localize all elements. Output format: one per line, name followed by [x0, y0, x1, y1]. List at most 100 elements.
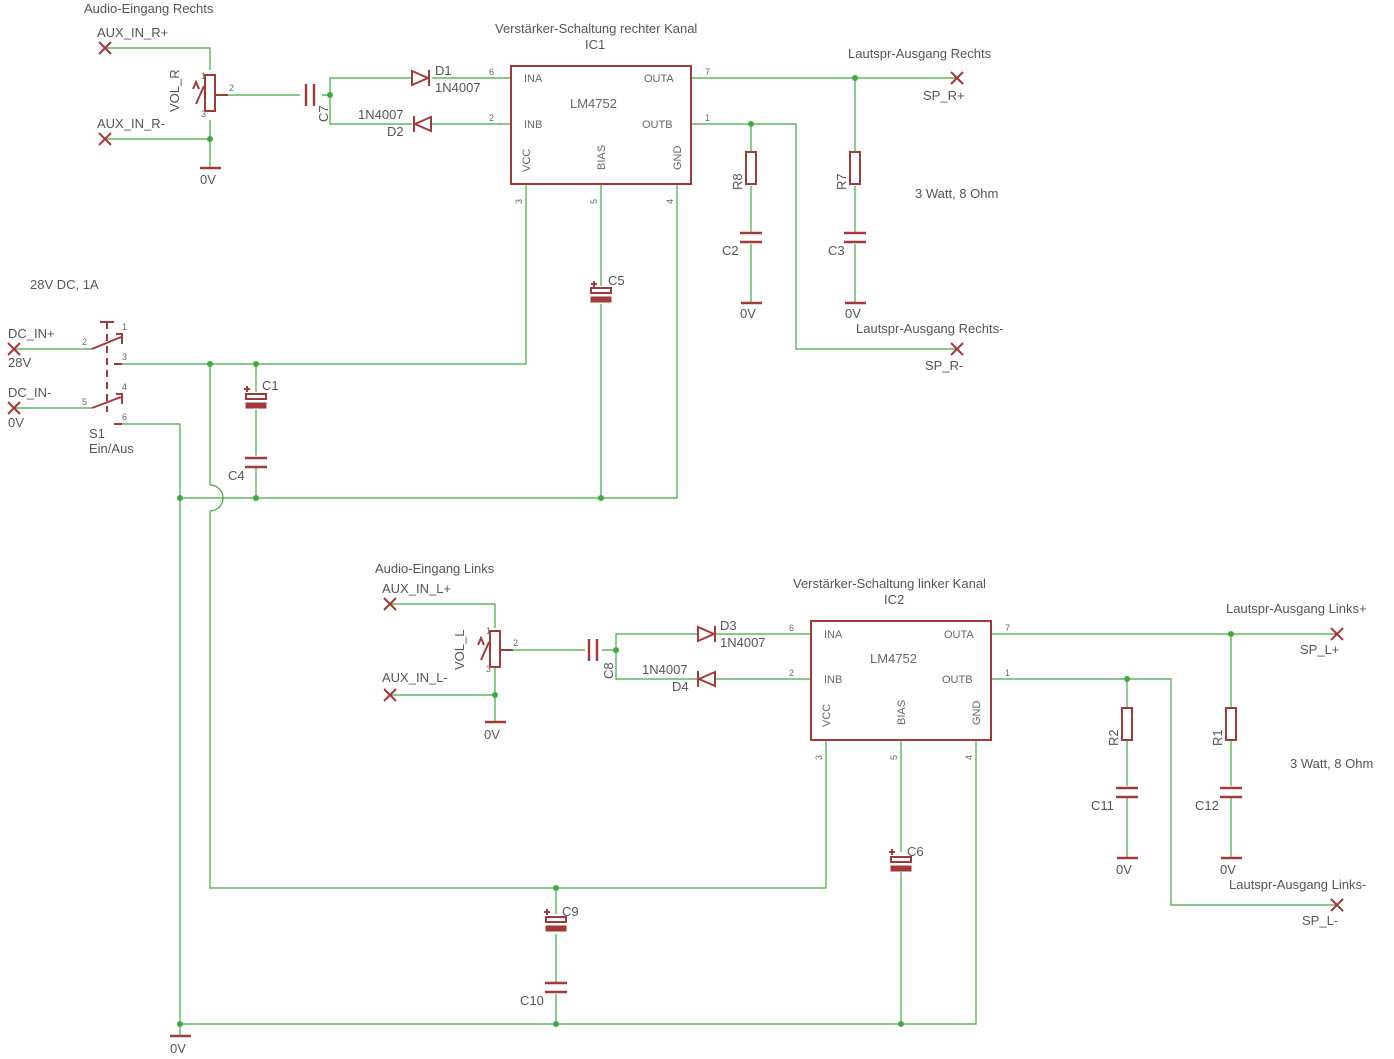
main-ground-label: 0V: [170, 1041, 186, 1056]
r2-ground-label: 0V: [1116, 862, 1132, 877]
diode-d1-symbol: [411, 69, 431, 87]
speaker-l-minus-label: SP_L-: [1302, 913, 1338, 928]
ic1-pin-outa: OUTA: [644, 73, 674, 85]
speaker-l-minus-title: Lautspr-Ausgang Links-: [1229, 877, 1366, 892]
left-input-title: Audio-Eingang Links: [375, 561, 495, 576]
switch-s1-label: Ein/Aus: [89, 441, 134, 456]
ic1-pinnum-bias: 5: [589, 199, 599, 204]
r8-ground-label: 0V: [740, 306, 756, 321]
sp-l-minus-connector: [1330, 898, 1344, 912]
ic2-pinnum-outa: 7: [1005, 623, 1010, 633]
pot-l-pin2: 2: [513, 638, 518, 648]
ic1-symbol: [510, 65, 692, 185]
cap-c2-label: C2: [722, 243, 739, 258]
left-power-note: 3 Watt, 8 Ohm: [1290, 756, 1373, 771]
ground-symbols: [170, 166, 1242, 1038]
dc-in-minus-value: 0V: [8, 415, 24, 430]
ic1-pinnum-vcc: 3: [514, 199, 524, 204]
switch-pin1: 1: [122, 322, 127, 332]
supply-title: 28V DC, 1A: [30, 277, 99, 292]
aux-in-l-minus-label: AUX_IN_L-: [382, 670, 448, 685]
ic2-title: Verstärker-Schaltung linker Kanal: [793, 576, 986, 591]
diode-d2-type: 1N4007: [358, 107, 404, 122]
dc-in-minus-connector: [7, 401, 21, 415]
cap-c5-label: C5: [608, 273, 625, 288]
ic2-pinnum-gnd: 4: [964, 755, 974, 760]
pot-r-pin1: 1: [201, 71, 206, 81]
pot-l-pin1: 1: [486, 626, 491, 636]
switch-pin3: 3: [122, 352, 127, 362]
diode-d4-label: D4: [672, 679, 689, 694]
diode-d4-symbol: [696, 670, 716, 688]
pot-vol-l: [477, 630, 513, 668]
right-power-note: 3 Watt, 8 Ohm: [915, 186, 998, 201]
ic1-ref: IC1: [585, 37, 605, 52]
ic1-pin-outb: OUTB: [642, 119, 673, 131]
ic1-pin-gnd: GND: [672, 146, 684, 171]
cap-c7-symbol: [304, 84, 316, 106]
diode-d4-type: 1N4007: [642, 662, 688, 677]
speaker-l-plus-label: SP_L+: [1300, 642, 1339, 657]
switch-s1-symbol: [91, 321, 123, 425]
ic1-pin-bias: BIAS: [596, 145, 608, 170]
ic1-pinnum-inb: 2: [489, 113, 494, 123]
aux-in-r-minus-label: AUX_IN_R-: [97, 116, 165, 131]
pot-vol-l-label: VOL_L: [452, 630, 467, 670]
diode-d2-symbol: [412, 115, 432, 133]
ic2-pin-bias: BIAS: [896, 700, 908, 725]
speaker-r-minus-title: Lautspr-Ausgang Rechts-: [856, 321, 1003, 336]
cap-c9-label: C9: [562, 904, 579, 919]
ic2-pinnum-vcc: 3: [814, 755, 824, 760]
switch-pin4: 4: [122, 382, 127, 392]
cap-c10-label: C10: [520, 993, 544, 1008]
aux-in-l-plus-connector: [383, 597, 397, 611]
cap-c8-symbol: [587, 639, 599, 661]
ic1-pinnum-gnd: 4: [665, 199, 675, 204]
ic2-pinnum-inb: 2: [789, 668, 794, 678]
dc-in-plus-value: 28V: [8, 355, 31, 370]
pot-r-pin2: 2: [229, 83, 234, 93]
resistor-r8-label: R8: [730, 173, 745, 190]
resistor-r7-label: R7: [834, 173, 849, 190]
resistor-r2-label: R2: [1106, 729, 1121, 746]
ic1-pin-ina: INA: [524, 73, 543, 85]
sp-r-minus-connector: [950, 342, 964, 356]
diode-d1-label: D1: [435, 63, 452, 78]
switch-pin5: 5: [82, 397, 87, 407]
switch-pin2: 2: [82, 337, 87, 347]
r7-ground-label: 0V: [845, 306, 861, 321]
ic2-pin-inb: INB: [824, 674, 842, 686]
diode-d1-type: 1N4007: [435, 80, 481, 95]
sp-r-plus-connector: [950, 71, 964, 85]
pot-r-ground-label: 0V: [200, 172, 216, 187]
dc-in-minus-label: DC_IN-: [8, 385, 51, 400]
dc-in-plus-label: DC_IN+: [8, 326, 55, 341]
cap-c7-label: C7: [316, 105, 331, 122]
ic2-pinnum-bias: 5: [889, 755, 899, 760]
ic2-pin-ina: INA: [824, 629, 843, 641]
cap-c1-label: C1: [262, 378, 279, 393]
cap-c3-label: C3: [828, 243, 845, 258]
cap-c8-label: C8: [601, 662, 616, 679]
diode-d3-symbol: [697, 625, 717, 643]
r1-ground-label: 0V: [1220, 862, 1236, 877]
diode-d2-label: D2: [387, 124, 404, 139]
switch-s1-ref: S1: [89, 426, 105, 441]
ic1-pin-vcc: VCC: [521, 149, 533, 172]
speaker-r-plus-title: Lautspr-Ausgang Rechts: [848, 46, 992, 61]
aux-in-r-plus-label: AUX_IN_R+: [97, 25, 168, 40]
ic1-title: Verstärker-Schaltung rechter Kanal: [495, 21, 697, 36]
ic1-pin-inb: INB: [524, 119, 542, 131]
ic1-pinnum-outa: 7: [705, 67, 710, 77]
resistor-r1-label: R1: [1210, 729, 1225, 746]
speaker-r-plus-label: SP_R+: [923, 88, 965, 103]
aux-in-l-plus-label: AUX_IN_L+: [382, 581, 451, 596]
speaker-l-plus-title: Lautspr-Ausgang Links+: [1226, 601, 1367, 616]
diode-d3-type: 1N4007: [720, 635, 766, 650]
cap-c6-label: C6: [907, 844, 924, 859]
pot-l-ground-label: 0V: [484, 727, 500, 742]
resistor-symbols: [745, 151, 1237, 741]
ic1-type: LM4752: [570, 96, 617, 111]
aux-in-l-minus-connector: [383, 688, 397, 702]
